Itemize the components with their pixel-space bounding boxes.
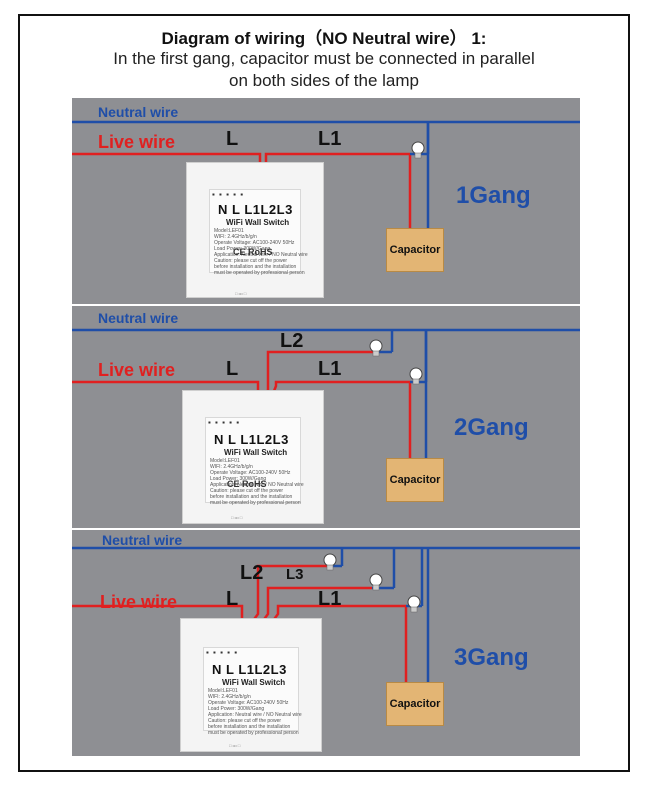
terminal-l1-label: L1 — [318, 358, 342, 380]
panel-3gang: Neutral wire Live wire L L2 L3 L1 3Gang … — [72, 530, 580, 756]
lamp-1 — [407, 595, 421, 609]
capacitor: Capacitor — [386, 228, 444, 272]
live-wire-label: Live wire — [100, 592, 178, 612]
cert-marks: CE RoHS — [227, 479, 267, 489]
diagram-subtitle-line1: In the first gang, capacitor must be con… — [113, 49, 535, 68]
terminal-l1-label: L1 — [318, 588, 342, 610]
diagram-frame — [18, 14, 630, 772]
spec-text: Model:LEF01 WIFI: 2.4GHz/b/g/n Operate V… — [210, 458, 304, 506]
switch-module: ▪ ▪ ▪ ▪ ▪ N L L1L2L3 WiFi Wall Switch Mo… — [203, 647, 302, 736]
neutral-wire-label: Neutral wire — [98, 310, 179, 326]
terminal-labels: N L L1L2L3 — [212, 662, 287, 677]
screw-dots: ▪ ▪ ▪ ▪ ▪ — [212, 190, 245, 199]
model-name: WiFi Wall Switch — [226, 218, 290, 227]
diagram-title: Diagram of wiring（NO Neutral wire） 1: — [161, 29, 487, 48]
cert-marks: CE RoHS — [233, 247, 273, 257]
terminal-l2-label: L2 — [280, 330, 304, 352]
wall-switch: ▪ ▪ ▪ ▪ ▪ N L L1L2L3 WiFi Wall Switch Mo… — [180, 618, 322, 752]
switch-module: ▪ ▪ ▪ ▪ ▪ N L L1L2L3 WiFi Wall Switch Mo… — [205, 417, 304, 506]
spec-text: Model:LEF01 WIFI: 2.4GHz/b/g/n Operate V… — [208, 688, 302, 736]
terminal-l-label: L — [226, 588, 239, 610]
diagram-subtitle-line2: on both sides of the lamp — [229, 71, 419, 90]
wiring-3gang — [72, 546, 580, 686]
wall-switch: ▪ ▪ ▪ ▪ ▪ N L L1L2L3 WiFi Wall Switch Mo… — [182, 390, 324, 524]
bottom-marks: □ ••• □ — [231, 515, 243, 520]
lamp-1 — [411, 141, 425, 155]
model-name: WiFi Wall Switch — [222, 678, 286, 687]
bottom-marks: □ ••• □ — [229, 743, 241, 748]
terminal-labels: N L L1L2L3 — [218, 202, 293, 217]
terminal-l2-label: L2 — [240, 562, 264, 584]
terminal-labels: N L L1L2L3 — [214, 432, 289, 447]
terminal-l-label: L — [226, 358, 239, 380]
lamp-2 — [369, 339, 383, 353]
wall-switch: ▪ ▪ ▪ ▪ ▪ N L L1L2L3 WiFi Wall Switch Mo… — [186, 162, 324, 298]
model-name: WiFi Wall Switch — [224, 448, 288, 457]
spec-text: Model:LEF01 WIFI: 2.4GHz/b/g/n Operate V… — [214, 228, 308, 276]
live-wire-label: Live wire — [98, 132, 176, 152]
neutral-wire-label: Neutral wire — [98, 104, 179, 120]
switch-module: ▪ ▪ ▪ ▪ ▪ N L L1L2L3 WiFi Wall Switch Mo… — [209, 189, 308, 276]
lamp-3 — [369, 573, 383, 587]
gang-label: 1Gang — [456, 182, 531, 209]
terminal-l1-label: L1 — [318, 128, 342, 150]
gang-label: 3Gang — [454, 644, 529, 671]
screw-dots: ▪ ▪ ▪ ▪ ▪ — [208, 418, 241, 427]
terminal-l3-label: L3 — [286, 566, 304, 583]
panel-1gang: Neutral wire Live wire L L1 1Gang Capaci… — [72, 98, 580, 304]
terminal-l-label: L — [226, 128, 239, 150]
capacitor: Capacitor — [386, 682, 444, 726]
lamp-1 — [409, 367, 423, 381]
bottom-marks: □ ••• □ — [235, 291, 247, 296]
lamp-2 — [323, 553, 337, 567]
screw-dots: ▪ ▪ ▪ ▪ ▪ — [206, 648, 239, 657]
gang-label: 2Gang — [454, 414, 529, 441]
live-wire-label: Live wire — [98, 360, 176, 380]
capacitor: Capacitor — [386, 458, 444, 502]
panel-2gang: Neutral wire Live wire L L2 L1 2Gang Cap… — [72, 306, 580, 528]
neutral-wire-label: Neutral wire — [102, 532, 183, 548]
